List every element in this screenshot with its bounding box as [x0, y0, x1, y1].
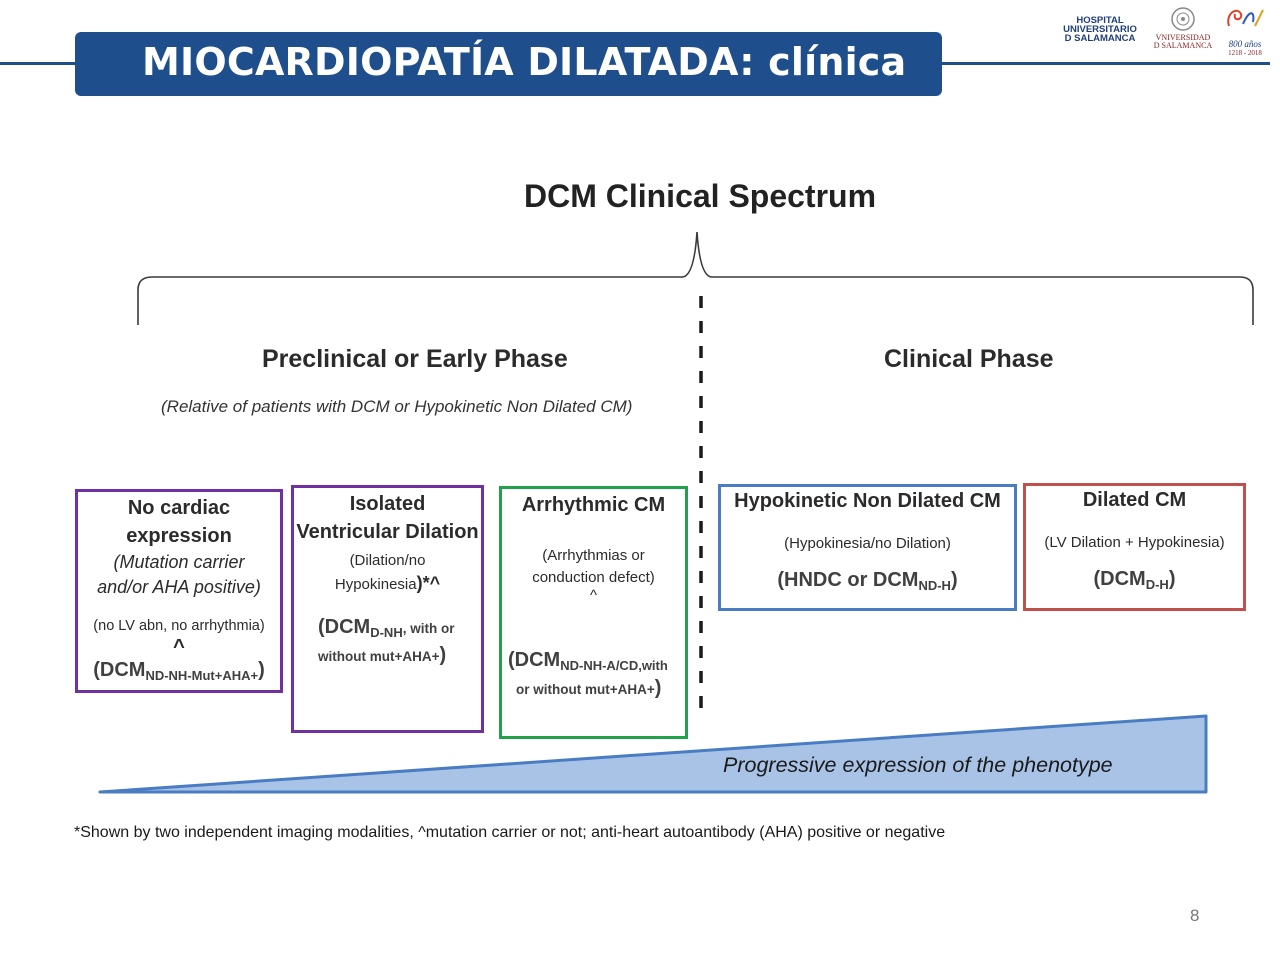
- slide-title: MIOCARDIOPATÍA DILATADA: clínica: [142, 40, 907, 84]
- preclinical-subheading: (Relative of patients with DCM or Hypoki…: [161, 397, 633, 416]
- page-number: 8: [1190, 906, 1200, 925]
- anniversary-emblem-icon: [1227, 9, 1264, 27]
- box-dilated-cm: Dilated CM (LV Dilation + Hypokinesia) (…: [1023, 483, 1246, 611]
- box-hypokinetic-non-dilated-cm: Hypokinetic Non Dilated CM (Hypokinesia/…: [718, 484, 1017, 611]
- preclinical-heading: Preclinical or Early Phase: [262, 345, 568, 373]
- spectrum-brace: [137, 231, 1254, 325]
- footnote: *Shown by two independent imaging modali…: [74, 824, 946, 841]
- progression-label: Progressive expression of the phenotype: [723, 753, 1113, 777]
- title-bar: [75, 32, 942, 96]
- university-logo: VNIVERSIDAD D SALAMANCA: [1152, 6, 1214, 50]
- university-seal-icon: [1171, 7, 1195, 31]
- box-no-cardiac-expression: No cardiac expression (Mutation carrier …: [75, 489, 283, 693]
- diagram-title: DCM Clinical Spectrum: [523, 178, 877, 214]
- progression-wedge: [98, 714, 1208, 794]
- hospital-logo: HOSPITAL UNIVERSITARIO D SALAMANCA: [1063, 15, 1137, 44]
- box-isolated-ventricular-dilation: Isolated Ventricular Dilation (Dilation/…: [291, 485, 484, 733]
- anniversary-logo: 800 años 1218 - 2018: [1218, 4, 1272, 57]
- box-arrhythmic-cm: Arrhythmic CM (Arrhythmias or conduction…: [499, 486, 688, 739]
- clinical-heading: Clinical Phase: [884, 345, 1054, 373]
